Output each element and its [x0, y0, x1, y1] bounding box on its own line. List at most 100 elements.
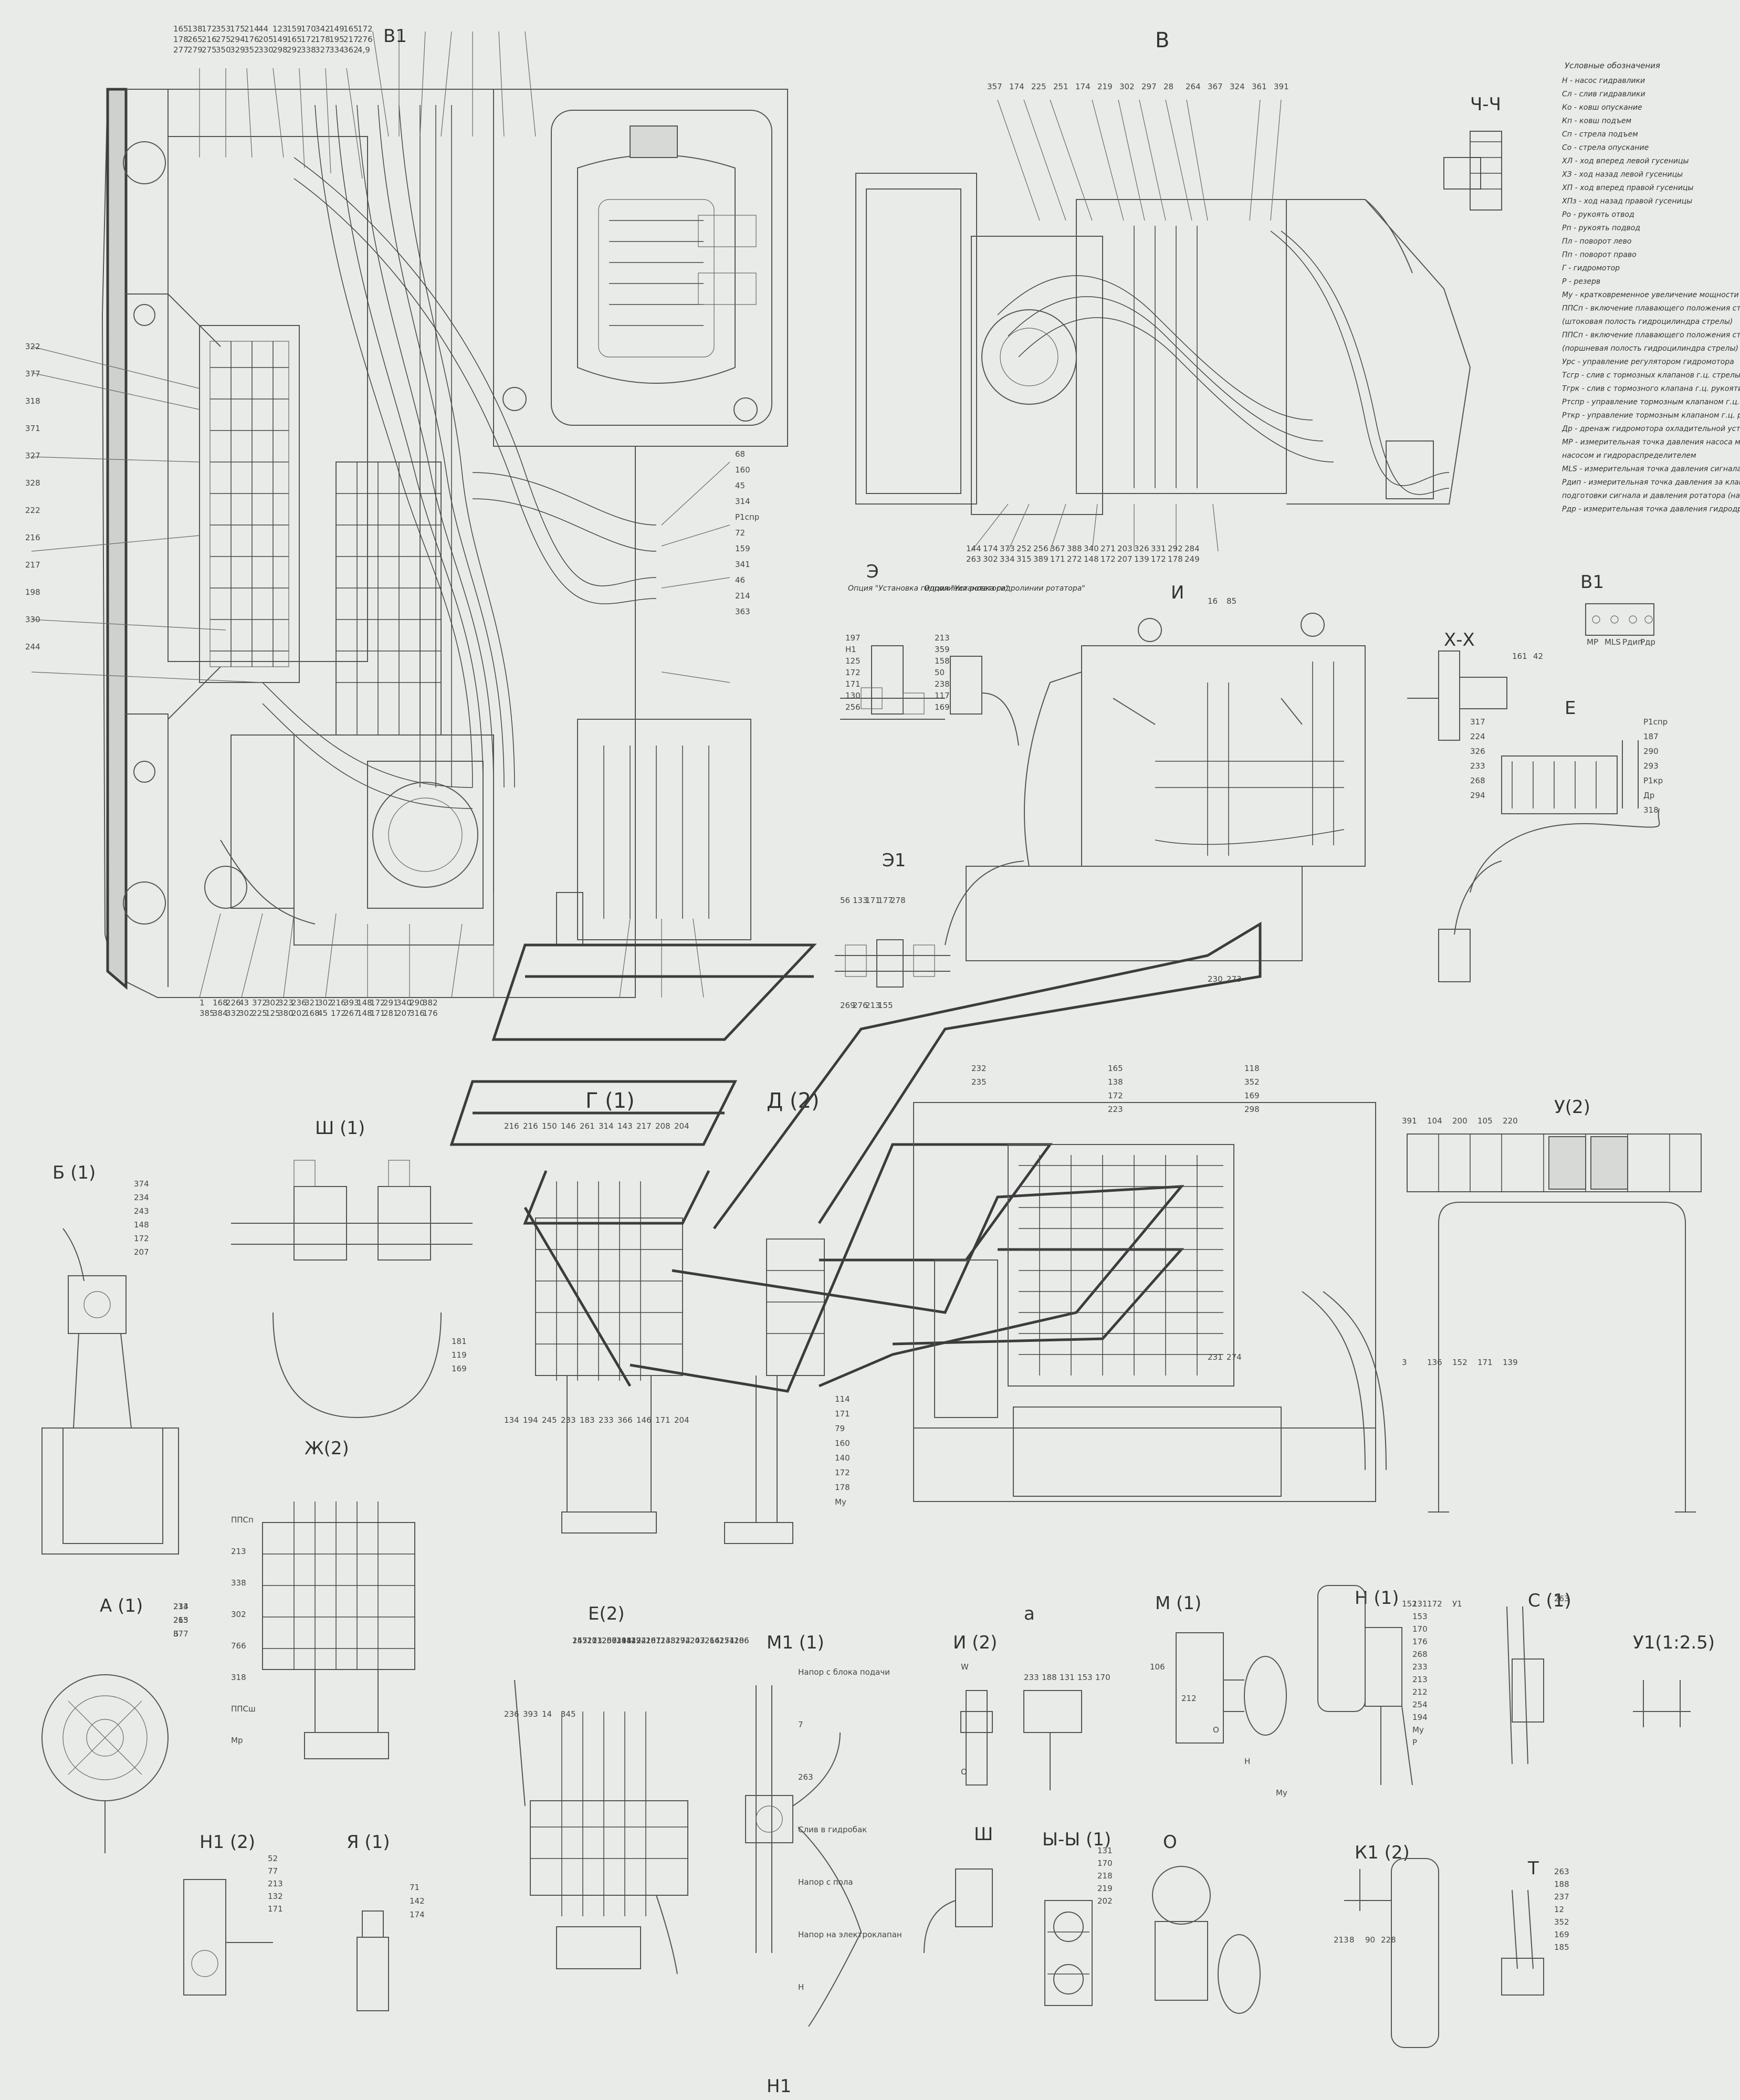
callout-top-plan-top: 4,9: [358, 45, 370, 55]
view-label-b1: Б (1): [53, 1162, 96, 1183]
callout-e-right: 224: [1470, 732, 1485, 741]
callout-top-plan-right: Р1спр: [735, 512, 759, 522]
callout-top-plan-top: 292: [287, 45, 302, 55]
callout-view-v-bottom: 292: [1168, 544, 1183, 553]
callout-d2: Му: [835, 1497, 846, 1507]
callout-view-v-bottom: 144: [966, 544, 981, 553]
callout-g1: 233: [561, 1415, 576, 1425]
legend-item: МР - измерительная точка давления насоса…: [1562, 438, 1740, 447]
view-label-m1: М (1): [1155, 1593, 1201, 1614]
callout-s1: 263: [1554, 1594, 1569, 1603]
callout-top-plan-bottom: 43: [239, 998, 249, 1007]
callout-e2: 171: [719, 1636, 735, 1645]
callout-n1-2: 171: [268, 1904, 283, 1914]
callout-g1: 233: [599, 1415, 614, 1425]
callout-e2: 148: [616, 1636, 632, 1645]
legend-item: ППСп - включение плавающего положения ст…: [1562, 304, 1740, 313]
callout-e1: 269: [840, 1001, 855, 1010]
legend-item: Пл - поворот лево: [1562, 237, 1631, 246]
callout-i2: О: [961, 1767, 967, 1777]
callout-top-plan-left: 216: [25, 533, 40, 542]
callout-e2: 206: [734, 1636, 749, 1645]
callout-g1: 366: [617, 1415, 633, 1425]
view-m1-1: М1 (1) Н1: [745, 1632, 862, 2097]
callout-top-plan-bottom: 207: [396, 1009, 412, 1018]
callout-view-v-top: 361: [1252, 82, 1267, 91]
view-label-i2: И (2): [953, 1632, 997, 1653]
view-label-v1-small: В1: [1580, 572, 1604, 593]
view-label-g1: Г (1): [585, 1089, 635, 1113]
callout-v1-small: Рдр: [1640, 637, 1655, 647]
callout-e2: 243: [690, 1636, 705, 1645]
callout-top-plan-top: 123: [272, 24, 288, 34]
callout-e2: 148: [661, 1636, 676, 1645]
callout-b1: 148: [134, 1220, 149, 1230]
callout-e-right: Др: [1643, 791, 1654, 800]
callout-d2: 160: [835, 1438, 850, 1448]
callout-top-plan-bottom: 302: [318, 998, 333, 1007]
callout-top-plan-top: 327: [315, 45, 330, 55]
legend-item: Г - гидромотор: [1562, 264, 1620, 272]
callout-g1: 345: [561, 1709, 576, 1719]
callout-view-v-top: 264: [1186, 82, 1201, 91]
callout-u2: 139: [1503, 1358, 1518, 1367]
callout-e1: 133: [853, 896, 868, 905]
legend-item: Му - кратковременное увеличение мощности: [1562, 291, 1739, 299]
callout-top-plan-bottom: 393: [344, 998, 359, 1007]
callout-e2: 254: [719, 1636, 735, 1645]
callout-top-plan-top: 165: [287, 35, 302, 44]
callout-top-plan-bottom: 1: [200, 998, 205, 1007]
callout-top-plan-right: 46: [735, 575, 745, 585]
callout-view-v-top: 367: [1208, 82, 1223, 91]
callout-top-plan-bottom: 302: [265, 998, 280, 1007]
callout-view-v-bottom: 373: [1000, 544, 1015, 553]
callout-view-v-bottom: 284: [1185, 544, 1200, 553]
callout-u2: 391: [1402, 1116, 1417, 1126]
callout-view-v-bottom: 389: [1033, 554, 1049, 564]
callout-view-v-top: 391: [1274, 82, 1289, 91]
callout-e-right: 233: [1470, 761, 1485, 771]
callout-view-v-bottom: 331: [1151, 544, 1166, 553]
callout-top-plan-bottom: 45: [318, 1009, 328, 1018]
callout-e2: 294: [675, 1636, 690, 1645]
callout-e2: 147: [572, 1636, 588, 1645]
callout-top-plan-top: 138: [187, 24, 203, 34]
callout-t: 12: [1554, 1905, 1564, 1914]
callout-ya1: 174: [410, 1910, 425, 1919]
callout-xx: 161: [1512, 652, 1527, 661]
callout-top-plan-left: 330: [25, 615, 40, 624]
callout-m1-1: Слив в гидробак: [798, 1825, 867, 1834]
view-label-zh2: Ж(2): [305, 1438, 349, 1459]
callout-d2: 172: [835, 1468, 850, 1477]
callout-e1: 155: [878, 1001, 893, 1010]
callout-view-v-bottom: 271: [1100, 544, 1116, 553]
callout-top-plan-bottom: 216: [331, 998, 346, 1007]
callout-e-pump: 197: [845, 633, 861, 643]
callout-top-plan-right: 214: [735, 591, 750, 601]
callout-g1: 216: [504, 1121, 519, 1131]
callout-e1: 177: [878, 896, 893, 905]
callout-view-v-bottom: 174: [983, 544, 998, 553]
callout-top-plan-left: 327: [25, 451, 40, 460]
callout-u2: 152: [1452, 1358, 1468, 1367]
callout-n1: 170: [1412, 1624, 1428, 1634]
callout-top-plan-top: 362: [343, 45, 359, 55]
callout-view-v-bottom: 302: [983, 554, 998, 564]
callout-zh2: ППСш: [231, 1704, 256, 1714]
callout-e2: 214: [705, 1636, 720, 1645]
callout-view-v-top: 174: [1009, 82, 1024, 91]
callout-i-view: 274: [1227, 1352, 1242, 1362]
callout-m1-1: 7: [798, 1720, 803, 1729]
callout-n1: 254: [1412, 1700, 1428, 1709]
callout-g1: 208: [655, 1121, 670, 1131]
callout-top-plan-top: 216: [202, 35, 217, 44]
callout-top-plan-right: 363: [735, 607, 750, 616]
callout-top-plan-bottom: 291: [383, 998, 399, 1007]
callout-t: 237: [1554, 1892, 1569, 1902]
callout-top-plan-bottom: 372: [252, 998, 267, 1007]
callout-top-plan-top: 265: [187, 35, 203, 44]
callout-e-pump: 130: [845, 691, 861, 700]
callout-b1: 172: [134, 1234, 149, 1243]
callout-u2: 104: [1427, 1116, 1442, 1126]
callout-d2: 114: [835, 1394, 850, 1404]
